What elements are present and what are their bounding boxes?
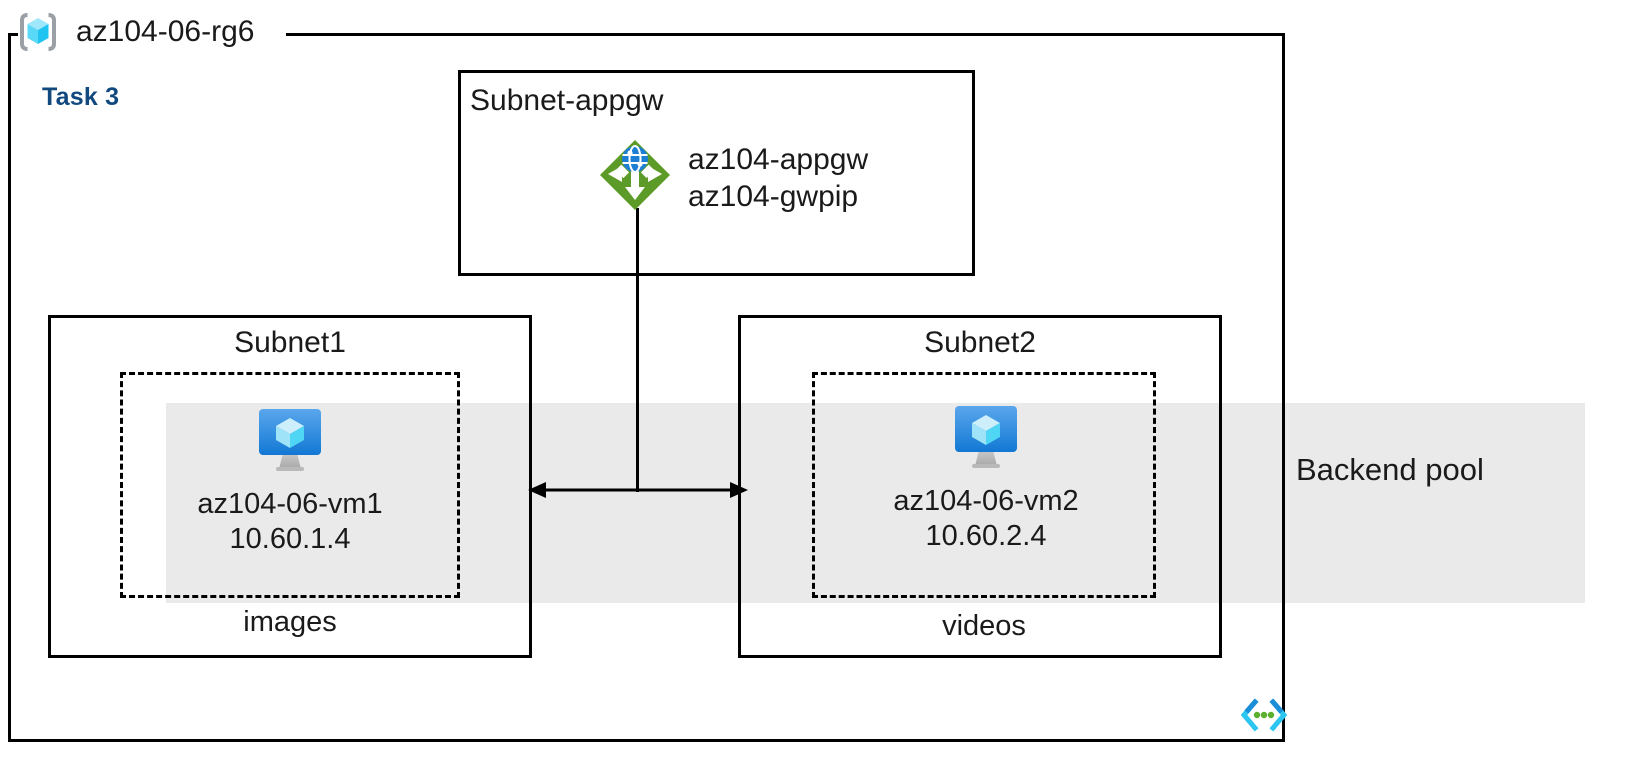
task-label: Task 3 xyxy=(42,83,120,111)
vm1-ip: 10.60.1.4 xyxy=(229,523,351,556)
appgw-resource-name: az104-appgw xyxy=(688,143,869,176)
resource-group-name: az104-06-rg6 xyxy=(76,15,255,48)
code-brackets-icon xyxy=(1238,698,1290,732)
backend-pool-label: Backend pool xyxy=(1296,452,1484,487)
application-gateway-icon xyxy=(596,136,674,214)
subnet2-dashed-boundary xyxy=(812,372,1156,598)
vm2-ip: 10.60.2.4 xyxy=(925,520,1047,553)
subnet2-title: Subnet2 xyxy=(924,326,1036,359)
resource-group-border xyxy=(8,33,1285,742)
appgw-vertical-connector xyxy=(636,208,639,492)
resource-group-cube-icon xyxy=(14,10,62,54)
resource-group-header: az104-06-rg6 xyxy=(14,6,254,58)
subnet2-dashed-caption: videos xyxy=(942,610,1026,642)
resource-group-title-mask xyxy=(18,18,286,50)
subnet-appgw-title: Subnet-appgw xyxy=(470,84,664,117)
vm2-node: az104-06-vm2 10.60.2.4 xyxy=(862,400,1110,555)
subnet-link-arrow xyxy=(528,482,748,498)
application-gateway-node: az104-appgw az104-gwpip xyxy=(596,136,868,215)
subnet1-dashed-boundary xyxy=(120,372,460,598)
virtual-machine-icon xyxy=(947,400,1025,472)
vm2-name: az104-06-vm2 xyxy=(893,485,1079,517)
subnet1-title: Subnet1 xyxy=(234,326,346,359)
vm1-node: az104-06-vm1 10.60.1.4 xyxy=(166,403,414,558)
vm1-name: az104-06-vm1 xyxy=(197,488,383,520)
virtual-machine-icon xyxy=(251,403,329,475)
backend-pool-band xyxy=(166,403,1585,603)
application-gateway-labels: az104-appgw az104-gwpip xyxy=(688,136,868,215)
subnet1-box xyxy=(48,315,532,658)
appgw-public-ip-name: az104-gwpip xyxy=(688,179,859,213)
subnet1-dashed-caption: images xyxy=(243,606,337,638)
subnet-appgw-box xyxy=(458,70,975,276)
